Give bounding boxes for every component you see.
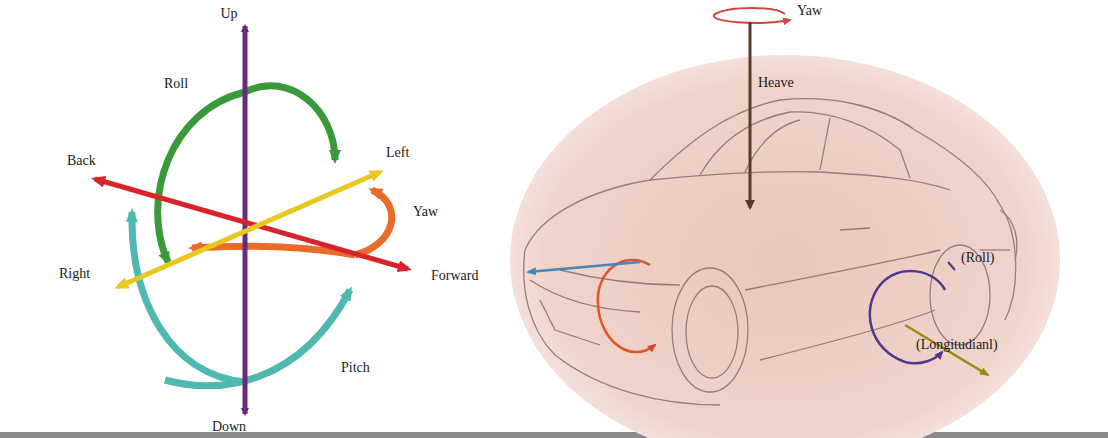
- axis-label: (Roll): [960, 250, 995, 266]
- axis-label: Up: [219, 6, 238, 22]
- axis-label: Down: [211, 419, 247, 435]
- axis-label: Roll: [163, 76, 189, 92]
- axis-label: Yaw: [796, 3, 823, 19]
- axis-label: Pitch: [340, 360, 371, 376]
- axis-label: Back: [66, 153, 97, 169]
- axis-label: Right: [58, 266, 91, 282]
- axis-label: Forward: [430, 268, 479, 284]
- axis-label: Heave: [757, 75, 795, 91]
- axis-label: (Longitudianl): [915, 337, 999, 353]
- axis-label: Yaw: [412, 204, 439, 220]
- axis-label: Left: [385, 145, 410, 161]
